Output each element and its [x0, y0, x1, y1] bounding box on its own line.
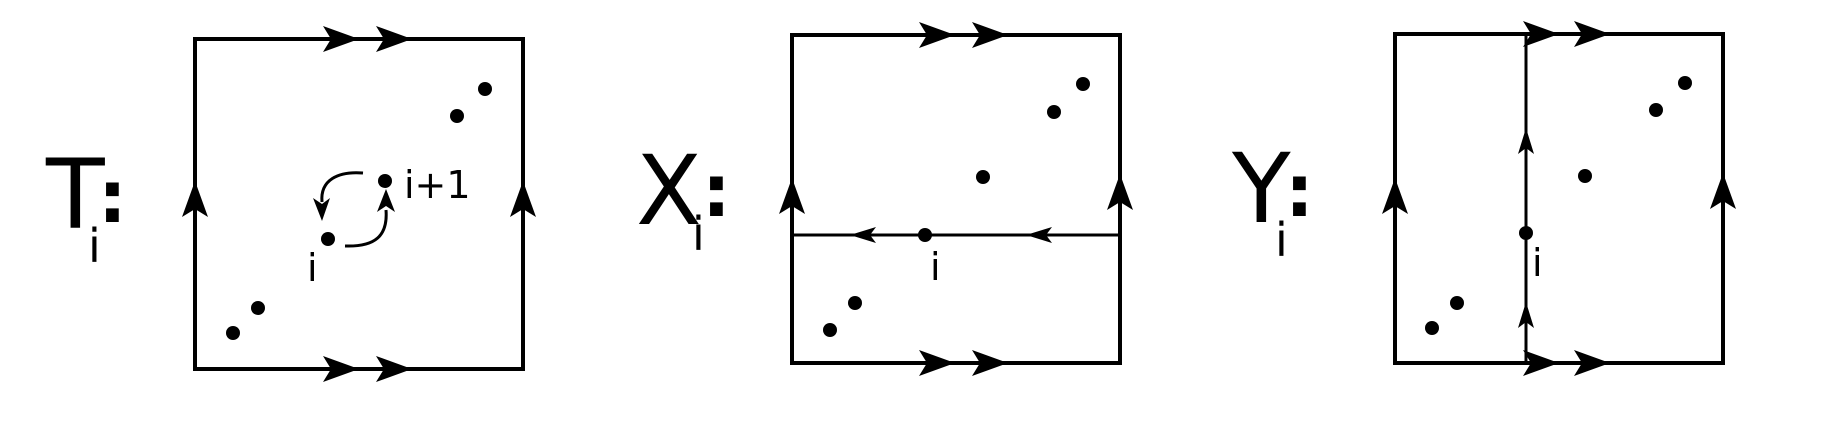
panel-y-dot — [1578, 169, 1592, 183]
panel-x-dot — [976, 170, 990, 184]
panel-t-dot — [478, 82, 492, 96]
panel-y-label-i: i — [1532, 241, 1543, 285]
panel-x: X i : i — [636, 22, 1133, 376]
panel-t-dot — [226, 326, 240, 340]
panel-y-dot — [1678, 76, 1692, 90]
panel-x-label-i: i — [930, 245, 941, 289]
panel-t-colon: : — [98, 155, 127, 239]
panel-y-dot — [1425, 321, 1439, 335]
panel-y-square — [1393, 32, 1725, 365]
panel-x-dot-i — [918, 228, 932, 242]
panel-t-dot-i — [321, 232, 335, 246]
panel-y-colon: : — [1285, 149, 1314, 233]
panel-t-swap-arrow-up — [377, 189, 395, 212]
panel-y-dot-i — [1519, 226, 1533, 240]
panel-x-letter: X — [636, 135, 702, 247]
panel-t-label-i: i — [307, 246, 318, 290]
panel-t-dot — [251, 301, 265, 315]
panel-y-letter: Y — [1231, 133, 1291, 245]
panel-t-label-i-plus-1: i+1 — [404, 163, 471, 207]
panel-x-colon: : — [702, 149, 731, 233]
panel-t-swap-arrow-down — [313, 198, 330, 221]
panel-t-square — [193, 37, 525, 371]
panel-t-swap-curve-upper — [320, 171, 364, 203]
panel-x-dot — [823, 323, 837, 337]
panel-y-dot — [1649, 103, 1663, 117]
panel-t: T i : i i+1 — [45, 26, 536, 382]
panel-t-letter: T — [45, 139, 105, 251]
panel-t-dot — [450, 109, 464, 123]
panel-y-subscript: i — [1275, 213, 1288, 267]
panel-t-subscript: i — [88, 219, 101, 273]
panel-x-subscript: i — [692, 207, 705, 261]
panel-y-dot — [1450, 296, 1464, 310]
panel-t-swap-curve-lower — [344, 209, 388, 248]
panel-y: Y i : i — [1231, 21, 1736, 376]
panel-t-dot-i-plus-1 — [378, 174, 392, 188]
panel-x-dot — [1076, 77, 1090, 91]
panel-x-dot — [1047, 105, 1061, 119]
panel-x-square — [790, 33, 1122, 365]
panel-x-dot — [848, 296, 862, 310]
